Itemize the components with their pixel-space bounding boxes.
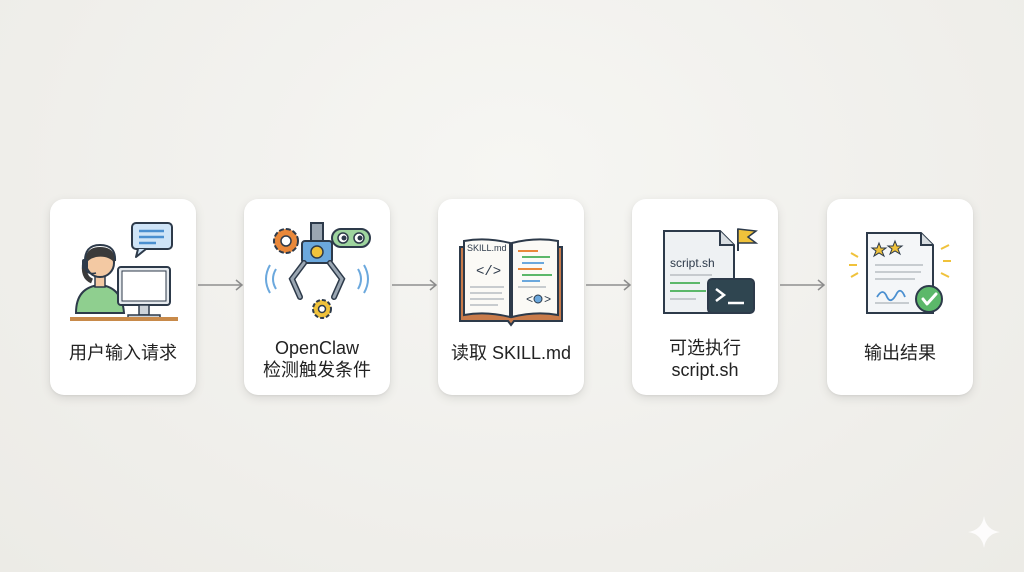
step-card-detect-trigger: OpenClaw 检测触发条件 — [244, 199, 390, 395]
sparkle-icon — [968, 516, 1000, 548]
flow-arrow-1 — [198, 279, 244, 291]
step-label: 读取 SKILL.md — [450, 343, 572, 363]
flow-arrow-2 — [392, 279, 438, 291]
step-label: 用户输入请求 — [69, 343, 177, 363]
step-card-read-skill: SKILL.md </> < > 读取 SKILL.md — [438, 199, 584, 395]
open-book-icon: SKILL.md </> < > — [459, 238, 563, 327]
step-label: OpenClaw 检测触发条件 — [263, 338, 371, 380]
step-label: 输出结果 — [864, 343, 936, 363]
flow-arrow-3 — [586, 279, 632, 291]
flow-arrow-4 — [780, 279, 826, 291]
script-file-icon: script.sh — [663, 228, 759, 314]
book-page-label: SKILL.md — [467, 243, 507, 253]
step-label: 可选执行 script.sh — [669, 338, 741, 380]
svg-text:<: < — [526, 293, 533, 307]
robot-claw-icon — [265, 222, 371, 319]
svg-text:</>: </> — [476, 264, 501, 280]
svg-text:>: > — [544, 293, 551, 307]
step-card-output-result: 输出结果 — [827, 199, 973, 395]
file-name-label: script.sh — [670, 256, 715, 270]
step-card-user-input: 用户输入请求 — [50, 199, 196, 395]
step-card-run-script: script.sh 可选执行 script.sh — [632, 199, 778, 395]
user-at-computer-icon — [70, 222, 178, 321]
result-document-icon — [849, 232, 951, 314]
